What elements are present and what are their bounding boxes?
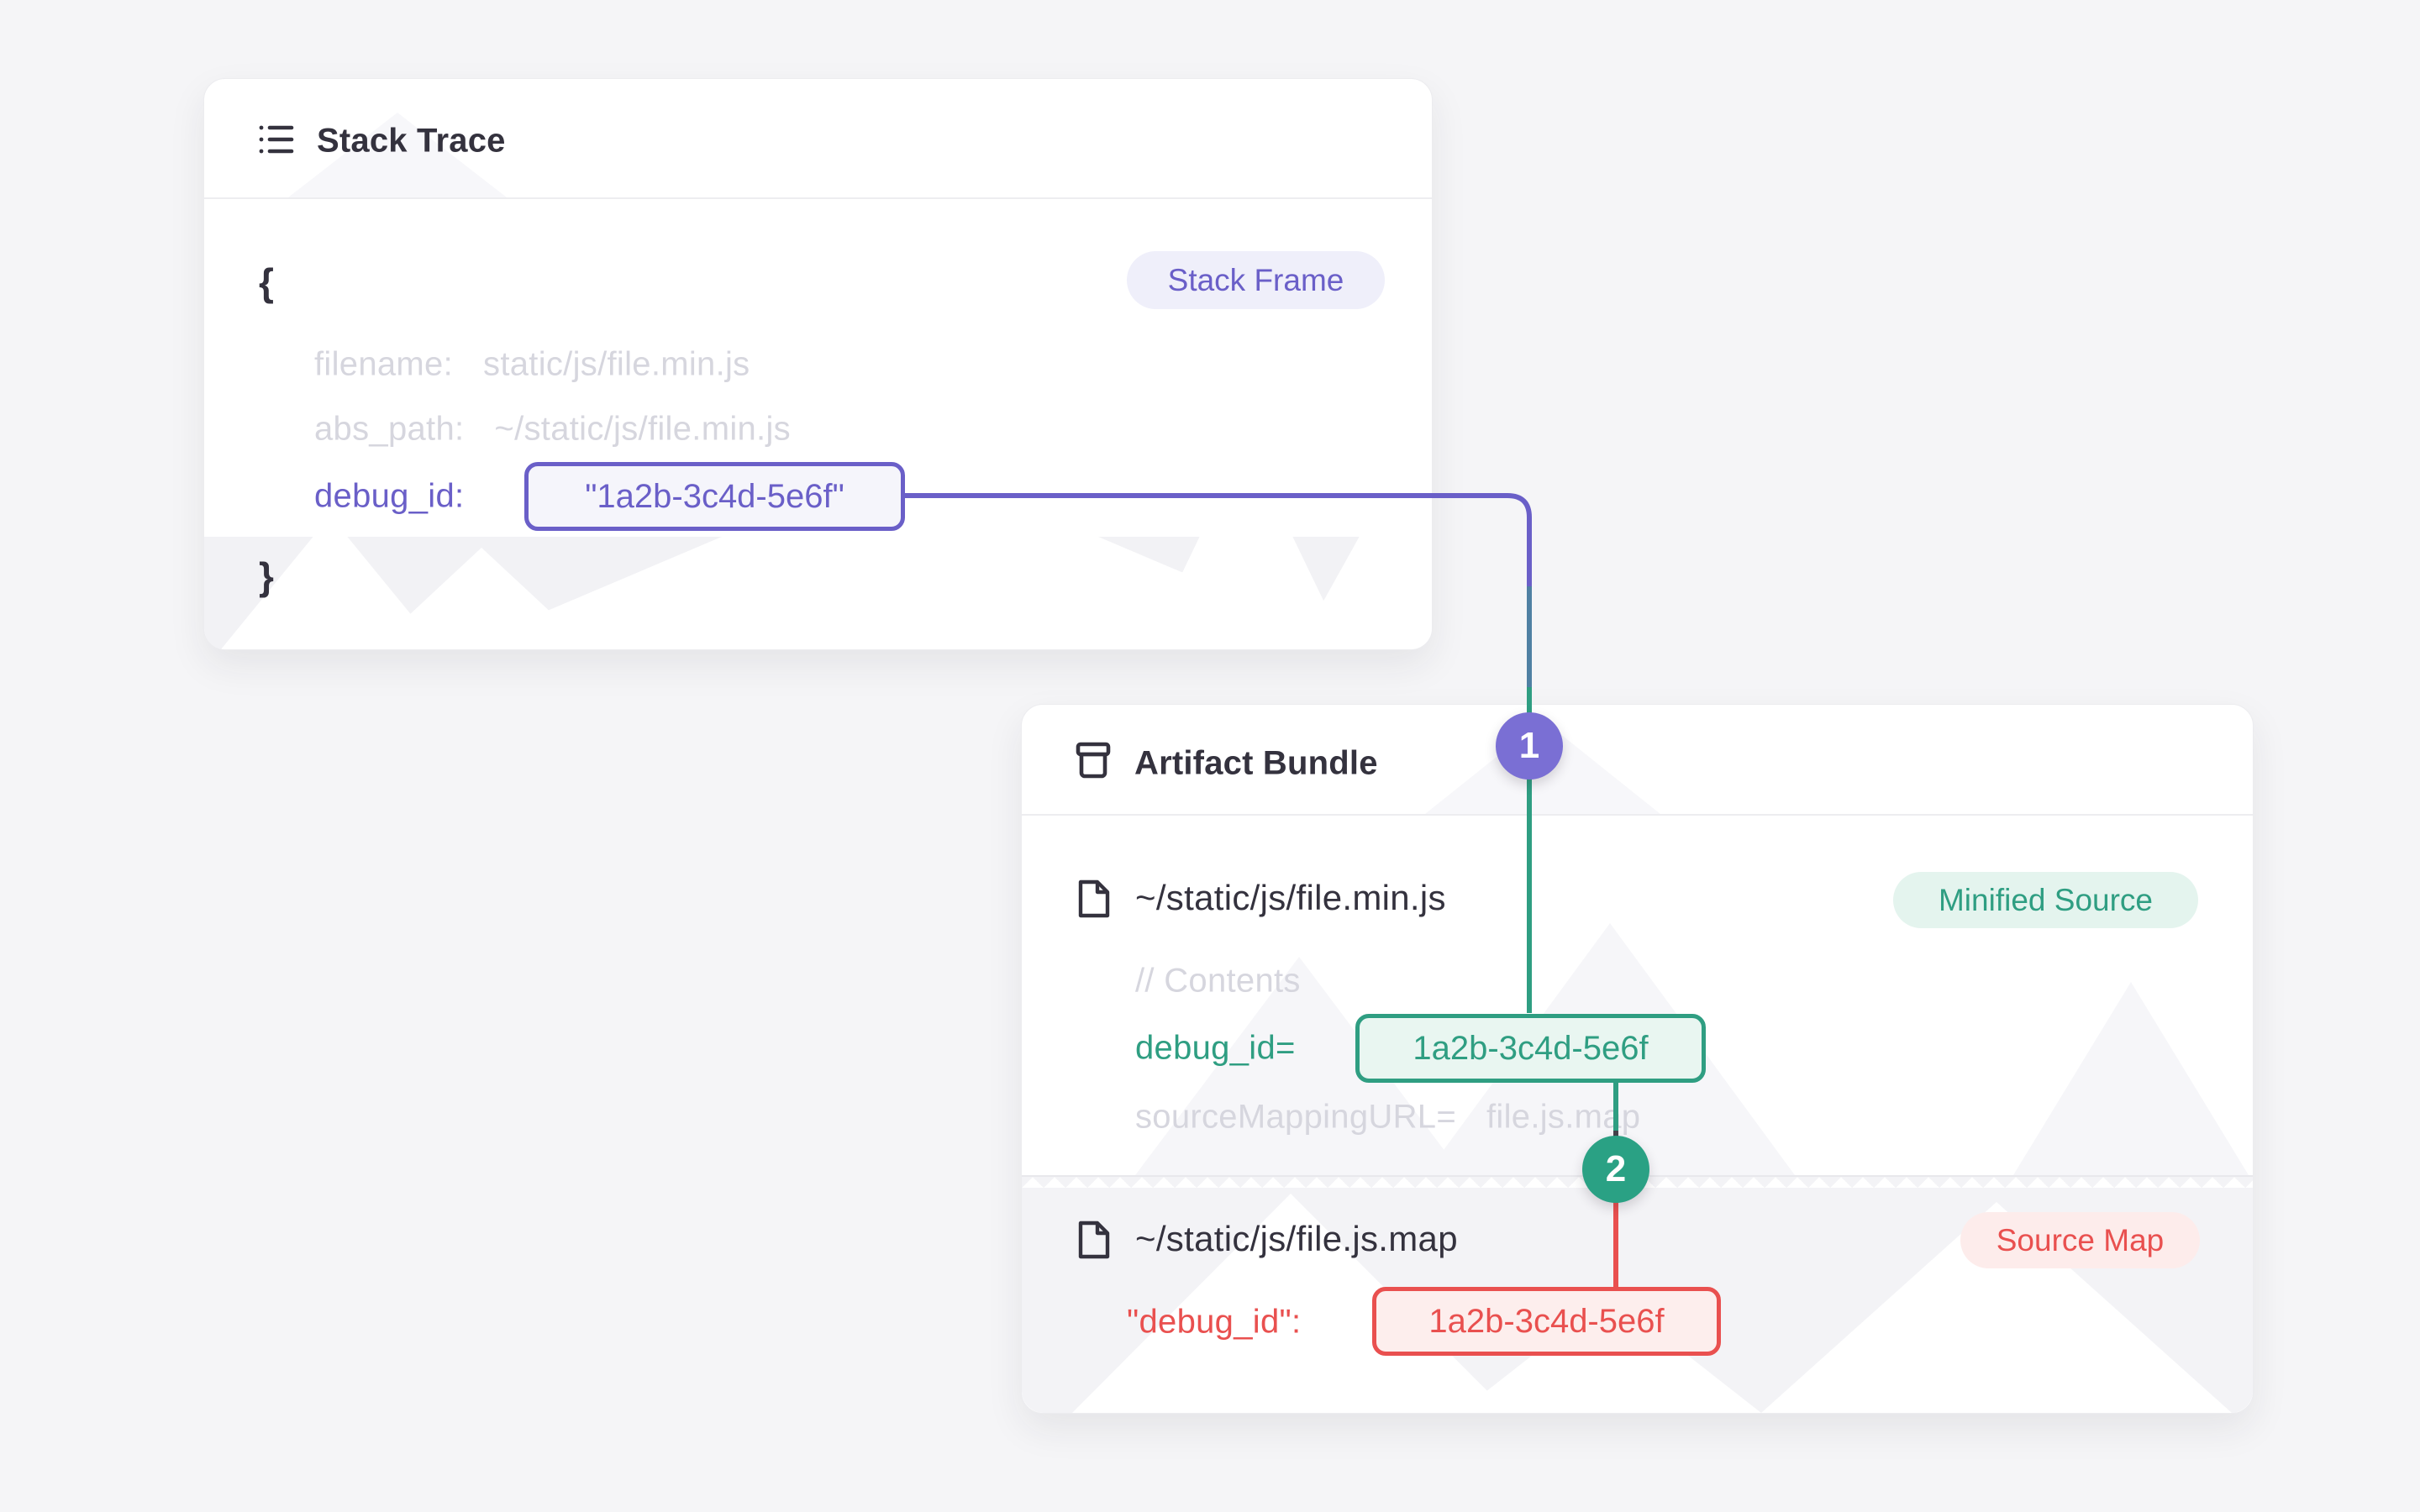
close-brace: } [259,554,274,598]
contents-comment-row: // Contents [1135,963,1301,1000]
filename-value: static/js/file.min.js [483,345,750,383]
source-map-section: ~/static/js/file.js.map Source Map "debu… [1022,1177,2253,1413]
artifact-bundle-title: Artifact Bundle [1134,744,1378,782]
header-divider [1022,814,2253,816]
step-1-number: 1 [1518,725,1540,766]
step-2-number: 2 [1605,1148,1627,1189]
file-icon [1078,1221,1110,1259]
list-icon [259,125,294,154]
filename-label: filename: [314,345,454,383]
minified-source-row: ~/static/js/file.min.js [1135,878,1446,918]
map-debug-id-label: "debug_id": [1127,1303,1302,1341]
minified-source-badge-label: Minified Source [1938,882,2153,917]
source-map-badge: Source Map [1960,1212,2200,1268]
map-debug-id-value: 1a2b-3c4d-5e6f [1428,1302,1665,1340]
debug-id-value: "1a2b-3c4d-5e6f" [585,477,844,515]
stack-trace-title: Stack Trace [317,122,506,160]
map-debug-id-value-box: 1a2b-3c4d-5e6f [1372,1287,1721,1356]
step-1-marker: 1 [1496,712,1563,780]
abs-path-label: abs_path: [314,410,465,448]
source-map-row: ~/static/js/file.js.map [1135,1219,1458,1259]
source-mapping-url-label: sourceMappingURL= [1135,1098,1456,1136]
debug-id-label: debug_id: [314,477,465,515]
bundle-debug-id-label: debug_id= [1135,1029,1296,1067]
step-2-marker: 2 [1582,1136,1649,1203]
open-brace: { [259,260,274,304]
stack-frame-badge: Stack Frame [1127,251,1385,309]
archive-icon [1076,742,1111,779]
source-mapping-url-value: file.js.map [1486,1098,1641,1136]
bundle-debug-id-value-box: 1a2b-3c4d-5e6f [1355,1014,1706,1083]
abs-path-value: ~/static/js/file.min.js [494,410,791,448]
stack-frame-badge-label: Stack Frame [1167,262,1344,297]
minified-source-badge: Minified Source [1893,872,2198,928]
map-debug-id-row: "debug_id": [1127,1304,1301,1341]
debug-id-value-box: "1a2b-3c4d-5e6f" [524,462,905,531]
bundle-debug-id-row: debug_id= [1135,1030,1296,1068]
abs-path-row: abs_path: ~/static/js/file.min.js [314,411,791,449]
source-mapping-url-row: sourceMappingURL= file.js.map [1135,1099,1640,1137]
header-divider [204,197,1432,199]
debug-id-row: debug_id: [314,478,464,516]
bundle-debug-id-value: 1a2b-3c4d-5e6f [1413,1029,1649,1067]
artifact-bundle-card: Artifact Bundle ~/static/js/file.min.js … [1021,704,2254,1414]
minified-source-path: ~/static/js/file.min.js [1135,878,1446,917]
file-icon [1078,879,1110,918]
filename-row: filename: static/js/file.min.js [314,346,750,384]
stack-trace-card: Stack Trace { filename: static/js/file.m… [203,78,1433,650]
source-map-path: ~/static/js/file.js.map [1135,1219,1458,1258]
source-map-badge-label: Source Map [1996,1222,2165,1257]
contents-comment: // Contents [1135,962,1301,1000]
